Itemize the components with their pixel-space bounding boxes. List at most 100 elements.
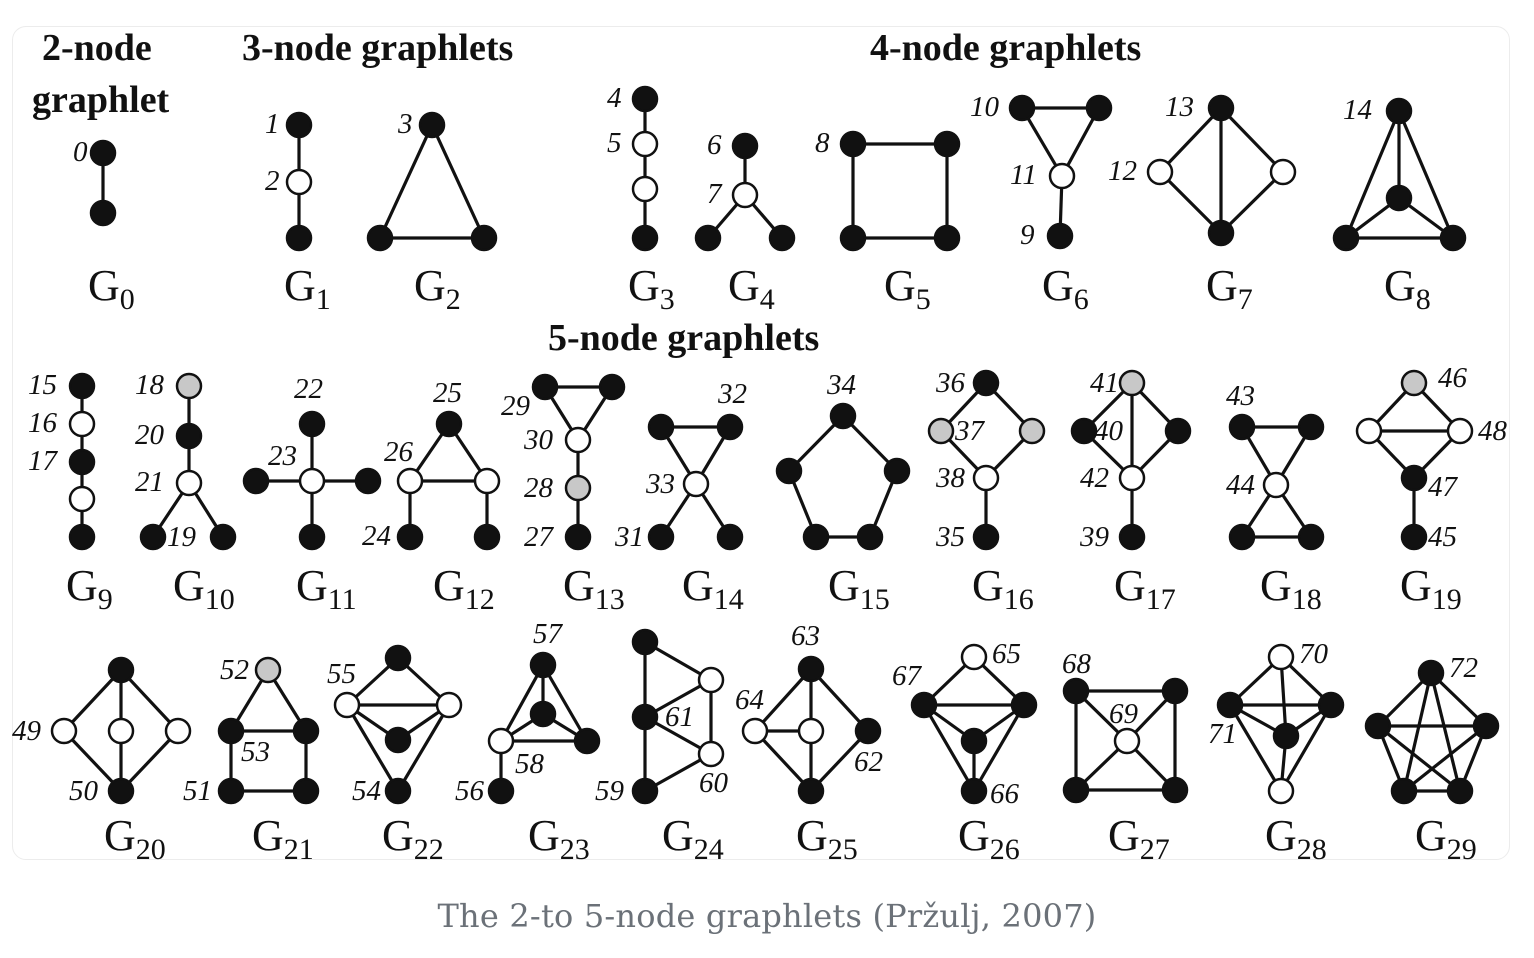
- node-label-71: 71: [1208, 718, 1237, 750]
- node-g17-0: [1118, 369, 1146, 397]
- node-label-24: 24: [362, 520, 391, 552]
- node-g13-2: [564, 426, 592, 454]
- node-label-5: 5: [607, 127, 622, 159]
- node-label-52: 52: [220, 654, 249, 686]
- node-g24-3: [697, 740, 725, 768]
- node-g21-1: [217, 717, 245, 745]
- node-label-25: 25: [433, 377, 462, 409]
- node-label-31: 31: [614, 521, 644, 553]
- node-g8-2: [1332, 224, 1360, 252]
- node-g25-2: [797, 717, 825, 745]
- node-g27-3: [1062, 776, 1090, 804]
- graphlet-name-g3: G3: [628, 261, 675, 316]
- graphlet-name-g25: G25: [796, 811, 858, 866]
- node-g16-0: [972, 369, 1000, 397]
- node-g17-2: [1164, 417, 1192, 445]
- node-label-37: 37: [954, 415, 986, 447]
- node-label-70: 70: [1299, 638, 1329, 670]
- node-g18-0: [1228, 413, 1256, 441]
- node-g21-4: [292, 777, 320, 805]
- edge-g26-6: [972, 704, 1026, 792]
- node-g29-4: [1446, 777, 1474, 805]
- node-g16-4: [972, 523, 1000, 551]
- node-label-8: 8: [815, 127, 830, 159]
- edge-g20-2: [119, 668, 180, 733]
- graphlet-name-g26: G26: [958, 811, 1020, 866]
- node-g9-3: [68, 485, 96, 513]
- node-label-41: 41: [1090, 367, 1119, 399]
- node-g7-0: [1207, 94, 1235, 122]
- graphlet-name-g14: G14: [682, 561, 744, 616]
- node-g18-1: [1297, 413, 1325, 441]
- node-label-60: 60: [699, 767, 729, 799]
- graphlet-name-g8: G8: [1384, 261, 1431, 316]
- node-label-46: 46: [1438, 362, 1468, 394]
- node-g7-2: [1269, 158, 1297, 186]
- node-g19-1: [1355, 417, 1383, 445]
- node-g25-1: [741, 717, 769, 745]
- graphlet-name-g5: G5: [884, 261, 931, 316]
- node-g29-1: [1364, 712, 1392, 740]
- node-label-28: 28: [524, 472, 554, 504]
- node-label-19: 19: [167, 521, 197, 553]
- node-g9-0: [68, 372, 96, 400]
- graphlet-name-g28: G28: [1265, 811, 1327, 866]
- edge-g28-7: [1279, 704, 1333, 792]
- node-g11-3: [354, 467, 382, 495]
- node-g22-4: [384, 777, 412, 805]
- node-label-55: 55: [327, 658, 356, 690]
- node-g14-3: [647, 523, 675, 551]
- node-g10-0: [175, 372, 203, 400]
- node-g2-2: [470, 224, 498, 252]
- node-label-26: 26: [384, 436, 414, 468]
- graphlet-name-g22: G22: [382, 811, 444, 866]
- node-g1-2: [285, 224, 313, 252]
- node-g3-3: [631, 224, 659, 252]
- graphlet-name-g9: G9: [66, 561, 113, 616]
- graphlet-name-g15: G15: [828, 561, 890, 616]
- node-g26-4: [960, 777, 988, 805]
- node-g26-1: [910, 691, 938, 719]
- node-g3-0: [631, 85, 659, 113]
- node-label-43: 43: [1226, 380, 1255, 412]
- edge-g2-0: [378, 124, 434, 239]
- edge-g20-5: [119, 729, 180, 793]
- node-g15-1: [775, 457, 803, 485]
- node-g2-0: [418, 111, 446, 139]
- graphlet-name-g1: G1: [284, 261, 331, 316]
- graphlets-diagram: 2-node graphlet 3-node graphlets 4-node …: [12, 27, 1508, 866]
- node-label-1: 1: [265, 108, 280, 140]
- node-g13-3: [564, 474, 592, 502]
- graphlet-g0: 0G0: [73, 136, 135, 316]
- node-label-42: 42: [1080, 462, 1109, 494]
- node-g20-2: [107, 717, 135, 745]
- node-g19-3: [1400, 464, 1428, 492]
- edge-g25-5: [753, 729, 813, 793]
- edge-g22-6: [396, 704, 451, 792]
- node-g12-0: [435, 410, 463, 438]
- node-g23-0: [529, 651, 557, 679]
- node-label-63: 63: [791, 620, 820, 652]
- edge-g7-1: [1219, 106, 1285, 174]
- node-label-10: 10: [970, 91, 1000, 123]
- node-label-48: 48: [1478, 415, 1508, 447]
- section-title-3node: 3-node graphlets: [242, 27, 513, 69]
- node-g5-0: [839, 130, 867, 158]
- node-g25-0: [797, 655, 825, 683]
- edge-g29-2: [1402, 672, 1433, 792]
- node-label-21: 21: [135, 466, 164, 498]
- node-label-61: 61: [665, 701, 694, 733]
- node-g8-1: [1385, 184, 1413, 212]
- edge-g7-4: [1219, 170, 1285, 235]
- graphlet-name-g10: G10: [173, 561, 235, 616]
- node-label-16: 16: [28, 407, 58, 439]
- node-g7-1: [1146, 158, 1174, 186]
- node-label-62: 62: [854, 746, 883, 778]
- node-g10-1: [175, 422, 203, 450]
